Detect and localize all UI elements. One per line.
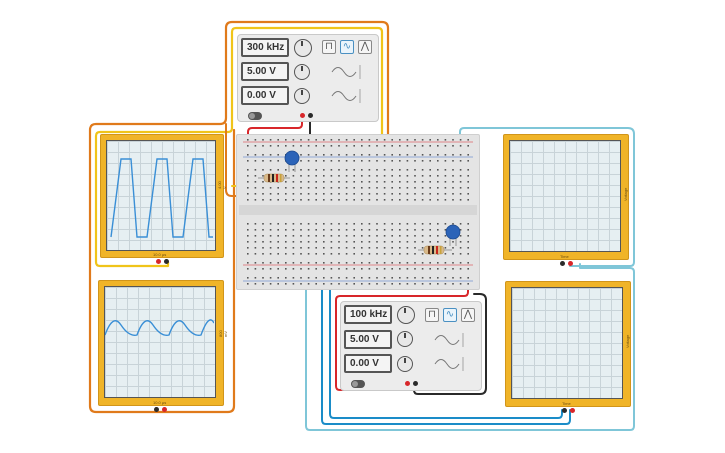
triangle-wave-button[interactable]: ⋀ xyxy=(461,308,475,322)
amplitude-wave-icon xyxy=(331,65,361,79)
offset-wave-icon xyxy=(434,357,464,371)
probe-terminal-black[interactable] xyxy=(570,408,575,413)
wire-blue-down xyxy=(321,217,571,425)
volt-scale-label: Voltage xyxy=(625,334,630,348)
amplitude-knob[interactable] xyxy=(397,331,413,347)
probe-terminal-black[interactable] xyxy=(164,259,169,264)
sine-wave-button[interactable]: ∿ xyxy=(340,40,354,54)
offset-knob[interactable] xyxy=(397,356,413,372)
offset-display: 0.00 V xyxy=(344,354,392,373)
volt-scale-label: Voltage xyxy=(623,187,628,201)
volt-scale-label: 4.00 V xyxy=(217,181,227,189)
oscilloscope-left-top[interactable]: 10.0 µs 4.00 V xyxy=(100,134,227,264)
power-switch[interactable] xyxy=(248,112,262,120)
wire-blue-inner xyxy=(329,273,563,419)
amplitude-knob[interactable] xyxy=(294,64,310,80)
probe-terminal-red[interactable] xyxy=(154,407,159,412)
power-switch[interactable] xyxy=(351,380,365,388)
frequency-display: 100 kHz xyxy=(344,305,392,324)
time-scale-label: 10.0 µs xyxy=(153,400,167,405)
oscilloscope-left-bottom[interactable]: 10.0 µs 800 mV xyxy=(98,280,228,412)
scope-trace xyxy=(104,319,215,336)
terminal-negative[interactable] xyxy=(413,381,418,386)
breadboard[interactable] xyxy=(236,134,480,290)
offset-knob[interactable] xyxy=(294,88,310,104)
offset-display: 0.00 V xyxy=(241,86,289,105)
terminal-positive[interactable] xyxy=(405,381,410,386)
probe-terminal-black[interactable] xyxy=(162,407,167,412)
offset-wave-icon xyxy=(331,89,361,103)
oscilloscope-right-top[interactable]: Time Voltage xyxy=(503,134,629,266)
scope-trace xyxy=(110,158,213,238)
resistor-top xyxy=(258,173,290,183)
scope-screen xyxy=(511,287,623,399)
amplitude-display: 5.00 V xyxy=(241,62,289,81)
terminal-negative[interactable] xyxy=(308,113,313,118)
volt-scale-label: 800 mV xyxy=(218,330,228,337)
wire-cyan-outer xyxy=(305,263,635,431)
scope-screen xyxy=(104,286,216,398)
frequency-knob[interactable] xyxy=(294,39,312,57)
probe-terminal-red[interactable] xyxy=(562,408,567,413)
probe-terminal-red[interactable] xyxy=(560,261,565,266)
time-scale-label: 10.0 µs xyxy=(153,252,167,257)
resistor-bottom xyxy=(418,245,452,255)
amplitude-display: 5.00 V xyxy=(344,330,392,349)
wire-yellow xyxy=(94,26,384,268)
wire-black-bottom xyxy=(413,293,487,395)
scope-screen xyxy=(509,140,621,252)
time-scale-label: Time xyxy=(560,254,569,259)
frequency-display: 300 kHz xyxy=(241,38,289,57)
terminal-positive[interactable] xyxy=(300,113,305,118)
breadboard-holes xyxy=(239,139,477,285)
probe-terminal-red[interactable] xyxy=(156,259,161,264)
frequency-knob[interactable] xyxy=(397,306,415,324)
square-wave-button[interactable]: ⊓ xyxy=(425,308,439,322)
triangle-wave-button[interactable]: ⋀ xyxy=(358,40,372,54)
sine-wave-button[interactable]: ∿ xyxy=(443,308,457,322)
scope-screen xyxy=(106,140,216,251)
probe-terminal-black[interactable] xyxy=(568,261,573,266)
square-wave-button[interactable]: ⊓ xyxy=(322,40,336,54)
wire-orange-outer xyxy=(88,20,390,414)
time-scale-label: Time xyxy=(562,401,571,406)
function-generator-top[interactable]: 300 kHz 5.00 V 0.00 V ⊓ ∿ ⋀ xyxy=(237,34,379,122)
capacitor-bottom xyxy=(445,224,461,246)
wire-cyan-top xyxy=(459,127,635,267)
oscilloscope-right-bottom[interactable]: Time Voltage xyxy=(505,281,631,413)
function-generator-bottom[interactable]: 100 kHz 5.00 V 0.00 V ⊓ ∿ ⋀ xyxy=(340,301,482,391)
wire-red-top xyxy=(247,115,303,147)
capacitor-top xyxy=(284,150,300,172)
amplitude-wave-icon xyxy=(434,333,464,347)
